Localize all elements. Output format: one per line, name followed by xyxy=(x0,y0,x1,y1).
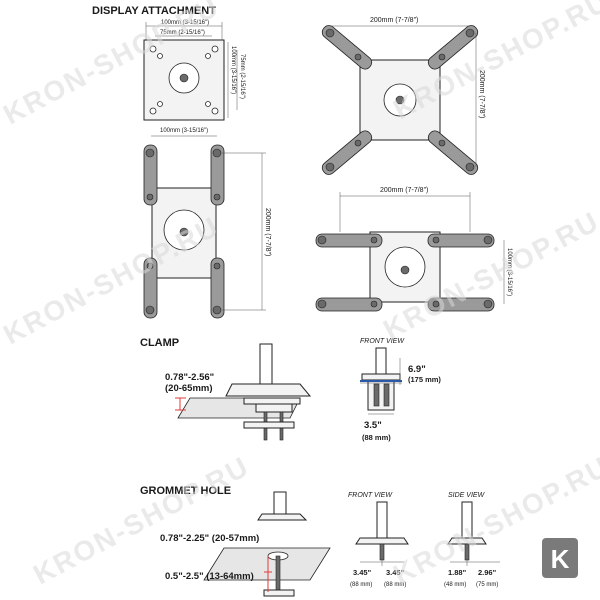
clamp-side-illustration: 0.78"-2.56" (20-65mm) xyxy=(165,343,312,441)
grommet-front-right-mm: (88 mm) xyxy=(384,582,406,588)
dim-100mm-top: 100mm (3-15/16") xyxy=(161,20,209,26)
grommet-side-view-label: SIDE VIEW xyxy=(448,492,486,499)
vesa-200x100-diagram: 200mm (7-7/8") 100mm (3-15/16") xyxy=(315,187,512,312)
grommet-side-left-inch: 1.88" xyxy=(448,568,467,577)
dim-100mm-side-c: 100mm (3-15/16") xyxy=(506,248,512,296)
badge-letter: K xyxy=(551,544,570,574)
grommet-front-view-label: FRONT VIEW xyxy=(348,492,393,499)
dim-100mm-side: 100mm (3-15/16") xyxy=(230,46,236,94)
clamp-width-mm: (88 mm) xyxy=(362,433,391,442)
clamp-range-inch: 0.78"-2.56" xyxy=(165,372,214,383)
grommet-side-right-inch: 2.96" xyxy=(478,568,497,577)
clamp-width-inch: 3.5" xyxy=(364,420,382,431)
heading-display-attachment: DISPLAY ATTACHMENT xyxy=(92,5,216,17)
grommet-front-left-mm: (88 mm) xyxy=(350,582,372,588)
clamp-front-view: FRONT VIEW 6.9" (175 mm) 3.5" (88 mm) xyxy=(360,338,441,442)
grommet-side-right-mm: (75 mm) xyxy=(476,582,498,588)
brand-badge: K xyxy=(542,538,578,578)
grommet-front-left-inch: 3.45" xyxy=(353,568,372,577)
dim-75mm-side: 75mm (2-15/16") xyxy=(239,54,245,99)
watermark-text-3: KRON-SHOP.RU xyxy=(0,210,224,350)
grommet-side-left-mm: (48 mm) xyxy=(444,582,466,588)
dim-75mm-top: 75mm (2-15/16") xyxy=(160,30,205,36)
grommet-desk-range: 0.78"-2.25" (20-57mm) xyxy=(160,533,259,544)
grommet-front-right-inch: 3.45" xyxy=(386,568,405,577)
vesa-200x200-diagram: 200mm (7-7/8") 200mm (7-7/8") xyxy=(321,17,485,175)
clamp-front-view-label: FRONT VIEW xyxy=(360,338,405,345)
grommet-illustration: 0.78"-2.25" (20-57mm) 0.5"-2.5" (13-64mm… xyxy=(160,491,331,597)
grommet-hole-range: 0.5"-2.5" (13-64mm) xyxy=(165,571,254,582)
clamp-depth-inch: 6.9" xyxy=(408,364,426,375)
heading-clamp: CLAMP xyxy=(140,337,179,349)
grommet-front-view: FRONT VIEW 3.45" (88 mm) 3.45" (88 mm) xyxy=(348,492,409,588)
clamp-depth-mm: (175 mm) xyxy=(408,375,441,384)
dim-200mm-top-a: 200mm (7-7/8") xyxy=(370,17,418,24)
heading-grommet-hole: GROMMET HOLE xyxy=(140,485,231,497)
clamp-range-mm: (20-65mm) xyxy=(165,383,213,394)
dim-200mm-side-b: 200mm (7-7/8") xyxy=(264,208,271,256)
vesa-75-100-diagram: 100mm (3-15/16") 75mm (2-15/16") 100mm (… xyxy=(143,20,245,121)
grommet-side-view: SIDE VIEW 1.88" (48 mm) 2.96" (75 mm) xyxy=(444,492,500,588)
dim-200mm-top-c: 200mm (7-7/8") xyxy=(380,187,428,194)
vesa-100x200-diagram: 100mm (3-15/16") 200mm (7-7/8") xyxy=(143,128,271,319)
dim-100mm-top-b: 100mm (3-15/16") xyxy=(160,128,208,134)
dim-200mm-side-a: 200mm (7-7/8") xyxy=(478,70,485,118)
